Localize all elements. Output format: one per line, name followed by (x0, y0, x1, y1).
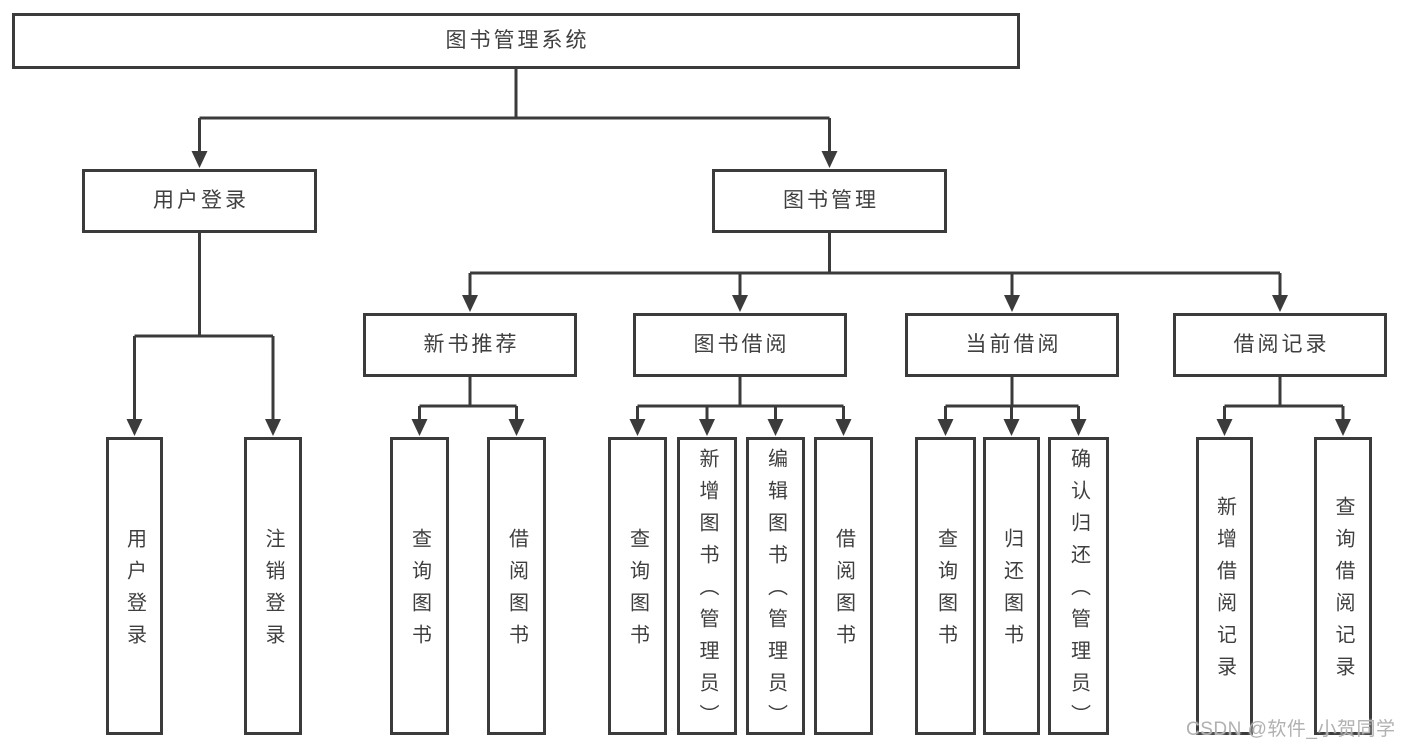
node-label-leaf-cb-return: 归还图书 (1000, 528, 1023, 656)
arrowhead-icon (411, 419, 428, 436)
node-leaf-cb-query: 查询图书 (915, 437, 976, 735)
node-label-leaf-bb-edit: 编辑图书（管理员） (764, 448, 787, 736)
node-label-leaf-login: 用户登录 (123, 528, 146, 656)
arrowhead-icon (1216, 419, 1233, 436)
arrowhead-icon (1335, 419, 1351, 436)
arrowhead-icon (126, 419, 143, 436)
arrowhead-icon (265, 419, 281, 436)
arrowhead-icon (629, 419, 646, 436)
node-leaf-nr-query: 查询图书 (390, 437, 449, 735)
node-label-leaf-br-query: 查询借阅记录 (1332, 496, 1354, 688)
node-label-current-borrow: 当前借阅 (965, 333, 1062, 357)
node-label-book-mgmt: 图书管理 (783, 189, 879, 213)
node-label-leaf-cb-query: 查询图书 (934, 528, 957, 656)
arrowhead-icon (1272, 295, 1288, 312)
node-leaf-bb-add: 新增图书（管理员） (677, 437, 737, 736)
arrowhead-icon (699, 419, 715, 436)
arrowhead-icon (767, 419, 784, 436)
node-leaf-bb-edit: 编辑图书（管理员） (746, 437, 805, 736)
node-user-login: 用户登录 (82, 169, 317, 233)
arrowhead-icon (732, 295, 748, 312)
node-leaf-bb-borrow: 借阅图书 (814, 437, 873, 735)
arrowhead-icon (462, 295, 478, 312)
node-label-leaf-br-add: 新增借阅记录 (1213, 496, 1236, 688)
node-leaf-login: 用户登录 (106, 437, 163, 735)
node-label-user-login: 用户登录 (153, 189, 249, 213)
node-label-leaf-bb-add: 新增图书（管理员） (696, 448, 718, 736)
node-label-new-book-rec: 新书推荐 (423, 333, 520, 357)
node-label-leaf-cb-confirm: 确认归还（管理员） (1067, 448, 1090, 736)
node-leaf-cb-return: 归还图书 (983, 437, 1040, 735)
node-book-mgmt: 图书管理 (712, 169, 947, 233)
node-label-leaf-bb-borrow: 借阅图书 (832, 528, 855, 656)
node-leaf-br-add: 新增借阅记录 (1196, 437, 1253, 735)
csdn-watermark: CSDN @软件_小贺同学 (1186, 719, 1396, 740)
node-borrow-records: 借阅记录 (1173, 313, 1387, 377)
node-leaf-logout: 注销登录 (244, 437, 302, 735)
arrowhead-icon (1003, 419, 1020, 436)
node-label-leaf-logout: 注销登录 (262, 528, 284, 656)
arrowhead-icon (1070, 419, 1087, 436)
node-leaf-br-query: 查询借阅记录 (1314, 437, 1372, 735)
node-label-book-borrow: 图书借阅 (693, 333, 790, 357)
arrowhead-icon (835, 419, 852, 436)
node-leaf-nr-borrow: 借阅图书 (487, 437, 546, 735)
connector-path (133, 69, 1345, 423)
arrowhead-icon (937, 419, 954, 436)
arrowhead-icon (821, 151, 838, 168)
node-new-book-rec: 新书推荐 (363, 313, 577, 377)
node-label-borrow-records: 借阅记录 (1233, 333, 1330, 357)
arrowhead-icon (1004, 295, 1020, 312)
node-leaf-cb-confirm: 确认归还（管理员） (1048, 437, 1109, 736)
node-book-borrow: 图书借阅 (633, 313, 847, 377)
node-label-leaf-nr-borrow: 借阅图书 (505, 528, 528, 656)
node-current-borrow: 当前借阅 (905, 313, 1119, 377)
node-label-root: 图书管理系统 (445, 29, 590, 53)
node-label-leaf-bb-query: 查询图书 (626, 528, 649, 656)
arrowhead-icon (508, 419, 525, 436)
node-label-leaf-nr-query: 查询图书 (408, 528, 431, 656)
node-root: 图书管理系统 (12, 13, 1020, 69)
arrowhead-icon (191, 151, 208, 168)
node-leaf-bb-query: 查询图书 (608, 437, 667, 735)
